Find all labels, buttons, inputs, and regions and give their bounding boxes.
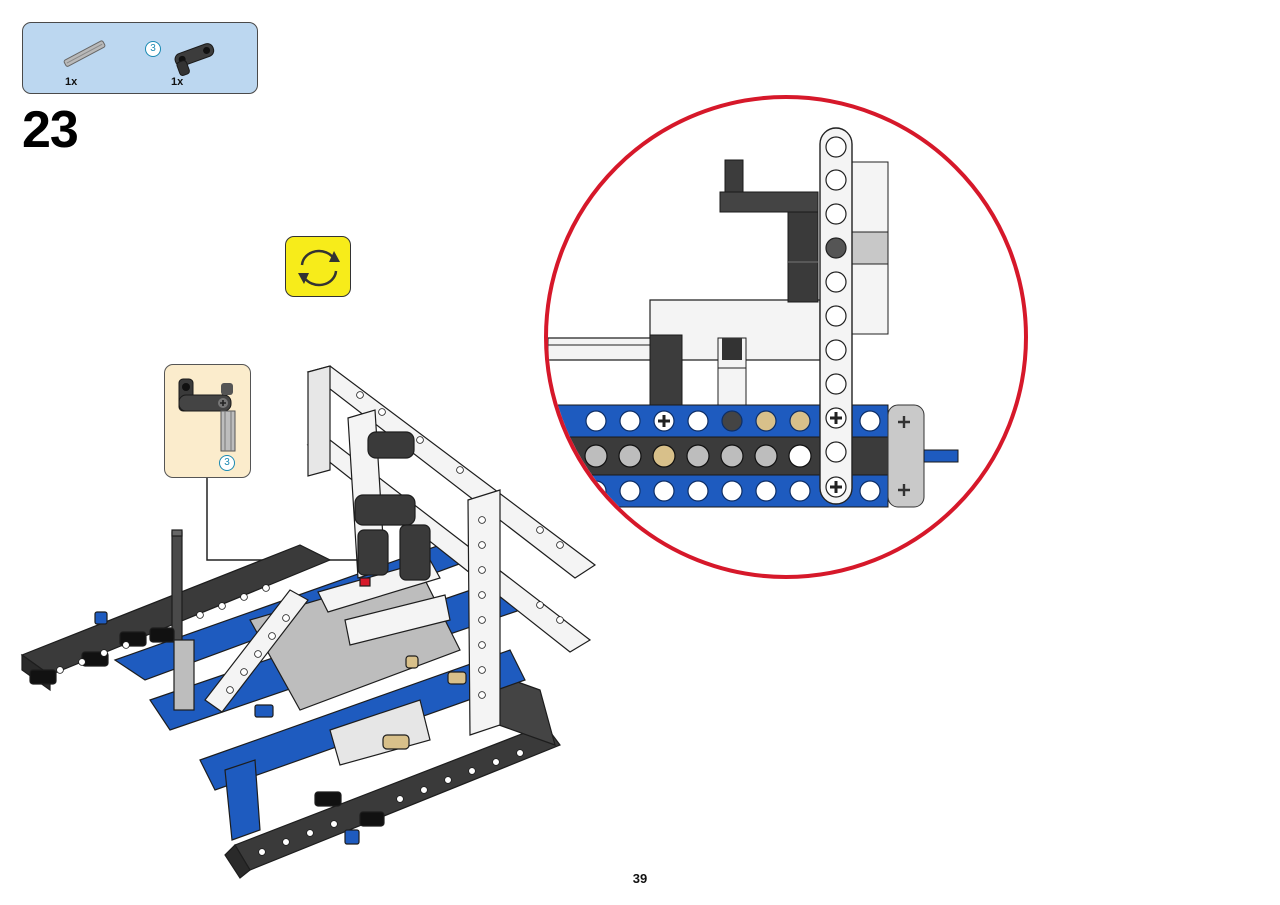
- part-axle: 3 1x: [53, 29, 161, 89]
- connector-with-axle-icon: [178, 378, 236, 452]
- magnifier-ring: [544, 95, 1028, 579]
- beam-holes: [56, 391, 564, 856]
- part-quantity: 1x: [65, 76, 78, 88]
- main-model: [20, 365, 597, 879]
- axle-3-icon: [63, 40, 106, 67]
- callout-leader-line: [206, 478, 358, 561]
- page-number: 39: [632, 871, 648, 886]
- subassembly-callout: 3: [164, 364, 251, 478]
- magnified-view: [548, 99, 1024, 575]
- step-number: 23: [22, 101, 79, 159]
- part-connector: 1x: [163, 29, 253, 89]
- angled-connector-icon: [174, 43, 215, 76]
- part-length-badge: 3: [145, 41, 161, 57]
- rotate-model-icon: [285, 236, 351, 297]
- axle-length-badge: 3: [219, 455, 235, 471]
- part-quantity: 1x: [171, 76, 184, 88]
- parts-list-box: 3 1x 1x: [22, 22, 258, 94]
